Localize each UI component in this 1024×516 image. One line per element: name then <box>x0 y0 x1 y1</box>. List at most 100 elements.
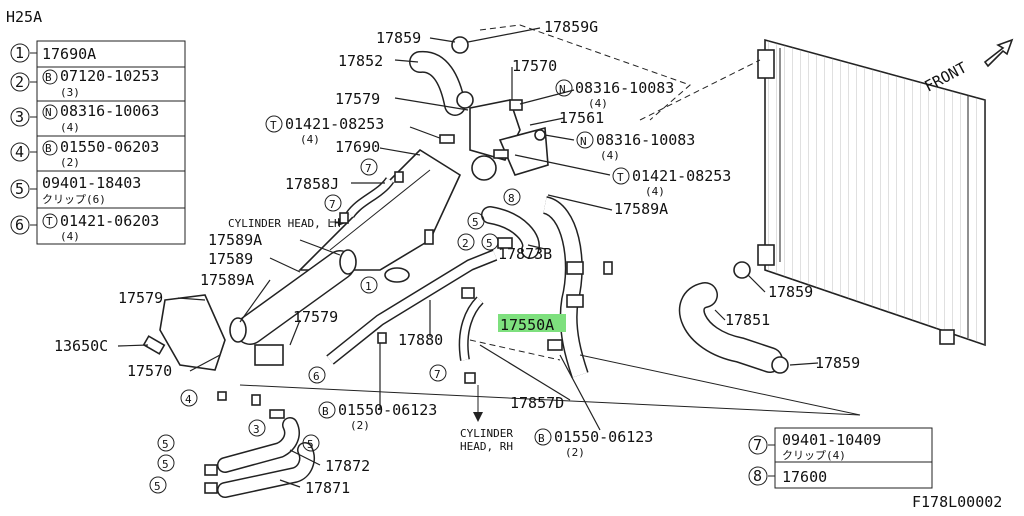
label-17589A-right[interactable]: 17589A <box>614 200 668 218</box>
callout-5d[interactable]: 5 <box>157 434 175 452</box>
legend-row-5[interactable]: 5 09401-18403 クリップ(6) <box>10 174 141 206</box>
label-01421-b[interactable]: 01421-08253 <box>632 167 731 185</box>
svg-text:T: T <box>46 215 53 228</box>
svg-text:(2): (2) <box>565 446 585 459</box>
legend-row-1[interactable]: 1 17690A <box>10 43 96 63</box>
label-17570-left[interactable]: 17570 <box>127 362 172 380</box>
water-outlet-17579-left[interactable] <box>159 294 226 371</box>
svg-text:N: N <box>45 106 52 119</box>
svg-text:4: 4 <box>15 143 24 161</box>
callout-5e[interactable]: 5 <box>157 454 175 472</box>
callout-3[interactable]: 3 <box>248 419 266 437</box>
label-01421-a[interactable]: 01421-08253 <box>285 115 384 133</box>
clip-17859G[interactable] <box>456 91 474 109</box>
oring-17589A-upper[interactable] <box>339 249 357 275</box>
label-17589[interactable]: 17589 <box>208 250 253 268</box>
legend-row-6-code: 01421-06203 <box>60 212 159 230</box>
callout-5c[interactable]: 5 <box>302 434 320 452</box>
clip-17859-right1[interactable] <box>733 261 751 279</box>
label-08316-b[interactable]: 08316-10083 <box>596 131 695 149</box>
svg-text:6: 6 <box>15 216 24 234</box>
svg-text:5: 5 <box>15 180 24 198</box>
svg-text:5: 5 <box>307 438 314 451</box>
label-17852[interactable]: 17852 <box>338 52 383 70</box>
label-17589A-left1[interactable]: 17589A <box>208 231 262 249</box>
svg-text:7: 7 <box>365 162 372 175</box>
callout-5b[interactable]: 5 <box>481 233 499 251</box>
oring-17589A-small[interactable] <box>384 267 410 283</box>
svg-text:2: 2 <box>15 73 24 91</box>
label-17859-top[interactable]: 17859 <box>376 29 421 47</box>
label-13650C[interactable]: 13650C <box>54 337 108 355</box>
legend-row-2[interactable]: 2 B 07120-10253 (3) <box>10 67 159 99</box>
svg-text:7: 7 <box>753 436 762 454</box>
label-17561[interactable]: 17561 <box>559 109 604 127</box>
thermostat-17690[interactable] <box>471 155 497 181</box>
label-17570-top[interactable]: 17570 <box>512 57 557 75</box>
callout-7a[interactable]: 7 <box>360 158 378 176</box>
label-17851[interactable]: 17851 <box>725 311 770 329</box>
callout-7c[interactable]: 7 <box>429 364 447 382</box>
highlight-17550A <box>498 314 566 332</box>
callout-7b[interactable]: 7 <box>324 194 342 212</box>
svg-text:1: 1 <box>365 280 372 293</box>
svg-text:(4): (4) <box>645 185 665 198</box>
label-17880[interactable]: 17880 <box>398 331 443 349</box>
gasket-17579[interactable] <box>254 344 284 366</box>
legend-row-7[interactable]: 7 09401-10409 クリップ(4) <box>748 431 881 462</box>
oring-17589A-lower[interactable] <box>229 317 247 343</box>
callout-5a[interactable]: 5 <box>467 212 485 230</box>
svg-text:(4): (4) <box>588 97 608 110</box>
svg-text:(4): (4) <box>60 230 80 243</box>
label-17550A[interactable]: 17550A <box>500 316 554 334</box>
svg-text:3: 3 <box>15 108 24 126</box>
legend-row-3[interactable]: 3 N 08316-10063 (4) <box>10 102 159 134</box>
label-17579-top[interactable]: 17579 <box>335 90 380 108</box>
label-17690[interactable]: 17690 <box>335 138 380 156</box>
label-08316-a[interactable]: 08316-10083 <box>575 79 674 97</box>
label-17858J[interactable]: 17858J <box>285 175 339 193</box>
label-17859-right1[interactable]: 17859 <box>768 283 813 301</box>
callout-4[interactable]: 4 <box>180 389 198 407</box>
label-17589A-left2[interactable]: 17589A <box>200 271 254 289</box>
clip-17859-top[interactable] <box>451 36 469 54</box>
legend-row-6[interactable]: 6 T 01421-06203 (4) <box>10 212 159 243</box>
svg-text:T: T <box>270 119 277 132</box>
legend-row-8-code: 17600 <box>782 468 827 486</box>
svg-text:8: 8 <box>753 467 762 485</box>
nut-17570[interactable] <box>509 99 523 111</box>
callout-5f[interactable]: 5 <box>149 476 167 494</box>
label-17579-mid[interactable]: 17579 <box>293 308 338 326</box>
sensor-13650C[interactable] <box>142 335 166 355</box>
label-cylinder-head-lh: CYLINDER HEAD, LH <box>228 217 341 230</box>
svg-text:1: 1 <box>15 44 24 62</box>
label-01550-b[interactable]: 01550-06123 <box>554 428 653 446</box>
legend-row-5-code: 09401-18403 <box>42 174 141 192</box>
label-17871[interactable]: 17871 <box>305 479 350 497</box>
outlet-17561[interactable] <box>498 126 549 176</box>
svg-text:4: 4 <box>185 393 192 406</box>
clip-17859-right2[interactable] <box>771 356 789 374</box>
label-17579-left[interactable]: 17579 <box>118 289 163 307</box>
svg-text:3: 3 <box>253 423 260 436</box>
legend-row-4[interactable]: 4 B 01550-06203 (2) <box>10 138 159 169</box>
callout-2[interactable]: 2 <box>457 233 475 251</box>
svg-text:(3): (3) <box>60 86 80 99</box>
svg-text:(4): (4) <box>300 133 320 146</box>
svg-text:(2): (2) <box>60 156 80 169</box>
svg-text:5: 5 <box>162 458 169 471</box>
legend-row-8[interactable]: 8 17600 <box>748 466 827 486</box>
label-17859-right2[interactable]: 17859 <box>815 354 860 372</box>
label-01550-a[interactable]: 01550-06123 <box>338 401 437 419</box>
svg-text:B: B <box>45 71 52 84</box>
callout-6[interactable]: 6 <box>308 366 326 384</box>
label-17859G[interactable]: 17859G <box>544 18 598 36</box>
svg-text:(2): (2) <box>350 419 370 432</box>
label-17857D[interactable]: 17857D <box>510 394 564 412</box>
label-17873B[interactable]: 17873B <box>498 245 552 263</box>
callout-1[interactable]: 1 <box>360 276 378 294</box>
label-17872[interactable]: 17872 <box>325 457 370 475</box>
label-cylinder-head-rh-2: HEAD, RH <box>460 440 513 453</box>
callout-8[interactable]: 8 <box>503 188 521 206</box>
